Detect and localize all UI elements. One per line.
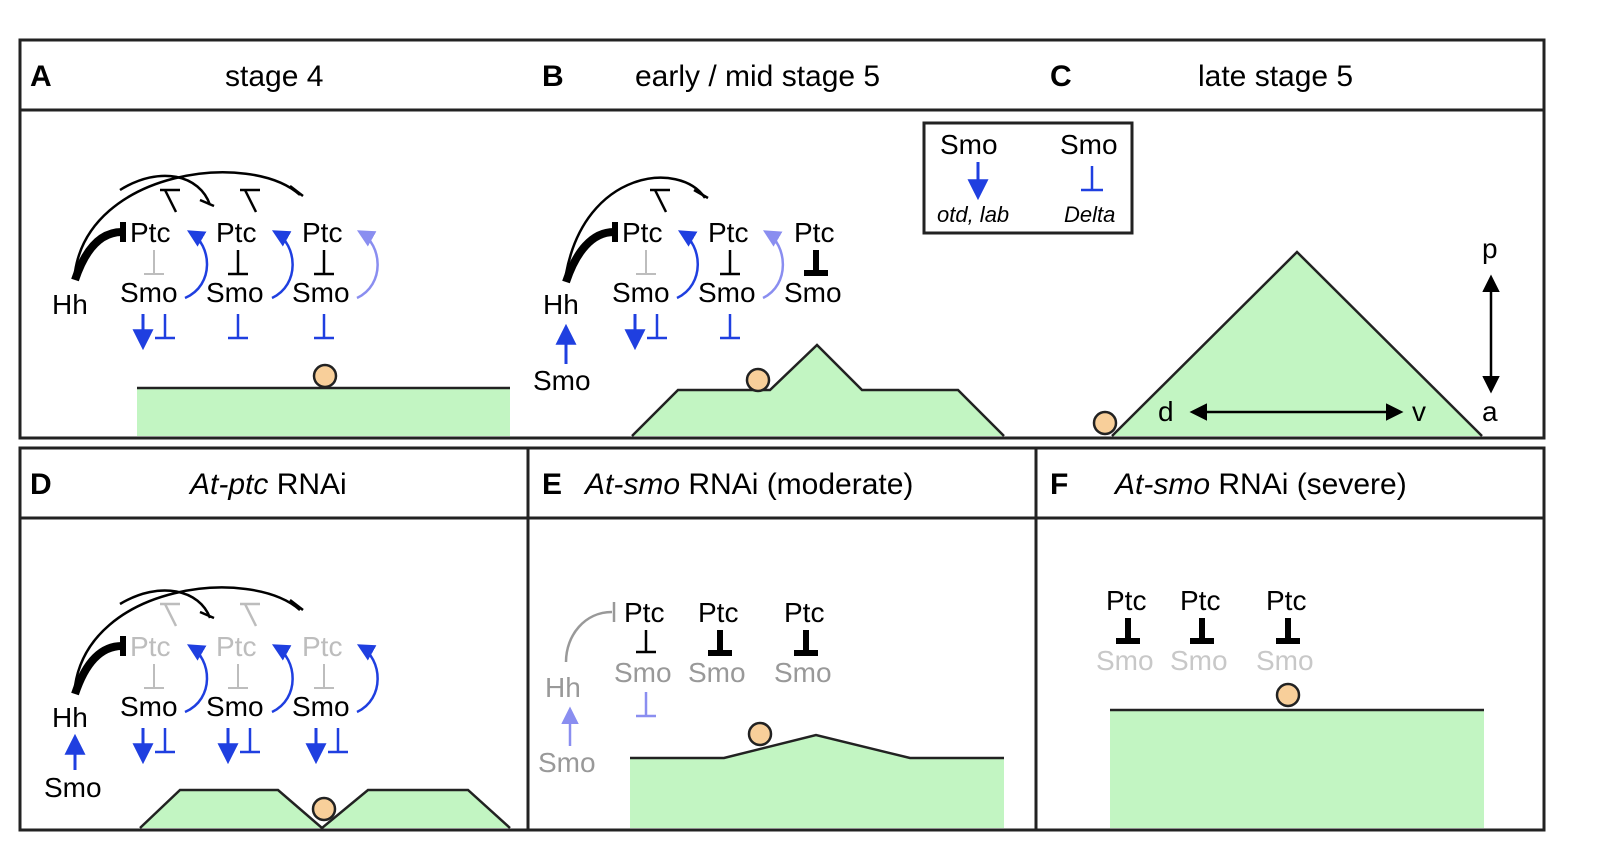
panel-title-c: late stage 5 [1198, 60, 1353, 93]
panel-label-a: A [30, 60, 52, 93]
ptc-f1: Ptc [1106, 585, 1146, 616]
legend-smo-activator: Smo [940, 129, 998, 160]
hh-d: Hh [52, 702, 88, 733]
ptc-e3: Ptc [784, 597, 824, 628]
cell-marker-e [747, 721, 773, 747]
hh-b: Hh [543, 289, 579, 320]
hh-a: Hh [52, 289, 88, 320]
smo-f3: Smo [1256, 645, 1314, 676]
ptc-d1: Ptc [130, 631, 170, 662]
ptc-e1: Ptc [624, 597, 664, 628]
ptc-d3: Ptc [302, 631, 342, 662]
ptc-f2: Ptc [1180, 585, 1220, 616]
ptc-a2: Ptc [216, 217, 256, 248]
smo-e3: Smo [774, 657, 832, 688]
ptc-b2: Ptc [708, 217, 748, 248]
smo-e-input: Smo [538, 747, 596, 778]
smo-d1: Smo [120, 691, 178, 722]
panel-frames [18, 38, 1546, 832]
legend-smo-repressor: Smo [1060, 129, 1118, 160]
smo-a2: Smo [206, 277, 264, 308]
smo-f1: Smo [1096, 645, 1154, 676]
axis-label-d: d [1158, 396, 1174, 427]
cell-marker-c [1092, 410, 1118, 436]
panel-title-b: early / mid stage 5 [635, 60, 880, 93]
panel-a: Hh Ptc Ptc Ptc Smo Smo Smo [52, 171, 510, 436]
cell-marker-b [745, 367, 771, 393]
smo-d-input: Smo [44, 772, 102, 803]
panel-label-b: B [542, 60, 564, 93]
smo-a1: Smo [120, 277, 178, 308]
panel-title-e: At-smo RNAi (moderate) [583, 468, 913, 501]
ptc-a3: Ptc [302, 217, 342, 248]
panel-title-f: At-smo RNAi (severe) [1113, 468, 1407, 501]
ptc-b3: Ptc [794, 217, 834, 248]
tissue-a [137, 388, 510, 436]
panel-d: Hh Smo Ptc Ptc Ptc Smo Smo Smo [44, 586, 511, 830]
smo-d3: Smo [292, 691, 350, 722]
smo-b-input: Smo [533, 365, 591, 396]
legend: Smo otd, lab Smo Delta [922, 121, 1134, 235]
hh-e: Hh [545, 672, 581, 703]
panel-label-e: E [542, 468, 562, 501]
cell-marker-a [312, 363, 338, 389]
smo-d2: Smo [206, 691, 264, 722]
cell-marker-f [1275, 682, 1301, 708]
smo-b3: Smo [784, 277, 842, 308]
ptc-a1: Ptc [130, 217, 170, 248]
panel-title-d: At-ptc RNAi [188, 468, 347, 501]
legend-target-genes-2: Delta [1064, 202, 1115, 227]
ptc-f3: Ptc [1266, 585, 1306, 616]
cell-marker-d [311, 796, 337, 822]
panel-label-c: C [1050, 60, 1072, 93]
panel-e: Hh Smo Ptc Ptc Ptc Smo Smo Smo [538, 597, 1004, 828]
axis-label-a: a [1482, 396, 1498, 427]
legend-target-genes-1: otd, lab [937, 202, 1009, 227]
axis-label-p: p [1482, 233, 1498, 264]
panel-f: Ptc Ptc Ptc Smo Smo Smo [1096, 585, 1484, 828]
panel-headers: A stage 4 B early / mid stage 5 C late s… [30, 60, 1407, 501]
panel-title-a: stage 4 [225, 60, 323, 93]
panel-label-f: F [1050, 468, 1068, 501]
panel-c: d v p a [1092, 233, 1500, 437]
ptc-e2: Ptc [698, 597, 738, 628]
smo-f2: Smo [1170, 645, 1228, 676]
ptc-b1: Ptc [622, 217, 662, 248]
smo-a3: Smo [292, 277, 350, 308]
panel-label-d: D [30, 468, 52, 501]
ptc-d2: Ptc [216, 631, 256, 662]
axis-label-v: v [1412, 396, 1426, 427]
smo-b2: Smo [698, 277, 756, 308]
smo-e1: Smo [614, 657, 672, 688]
smo-e2: Smo [688, 657, 746, 688]
smo-b1: Smo [612, 277, 670, 308]
panel-b: Hh Smo Ptc Ptc Ptc Smo Smo Smo [533, 176, 1005, 437]
